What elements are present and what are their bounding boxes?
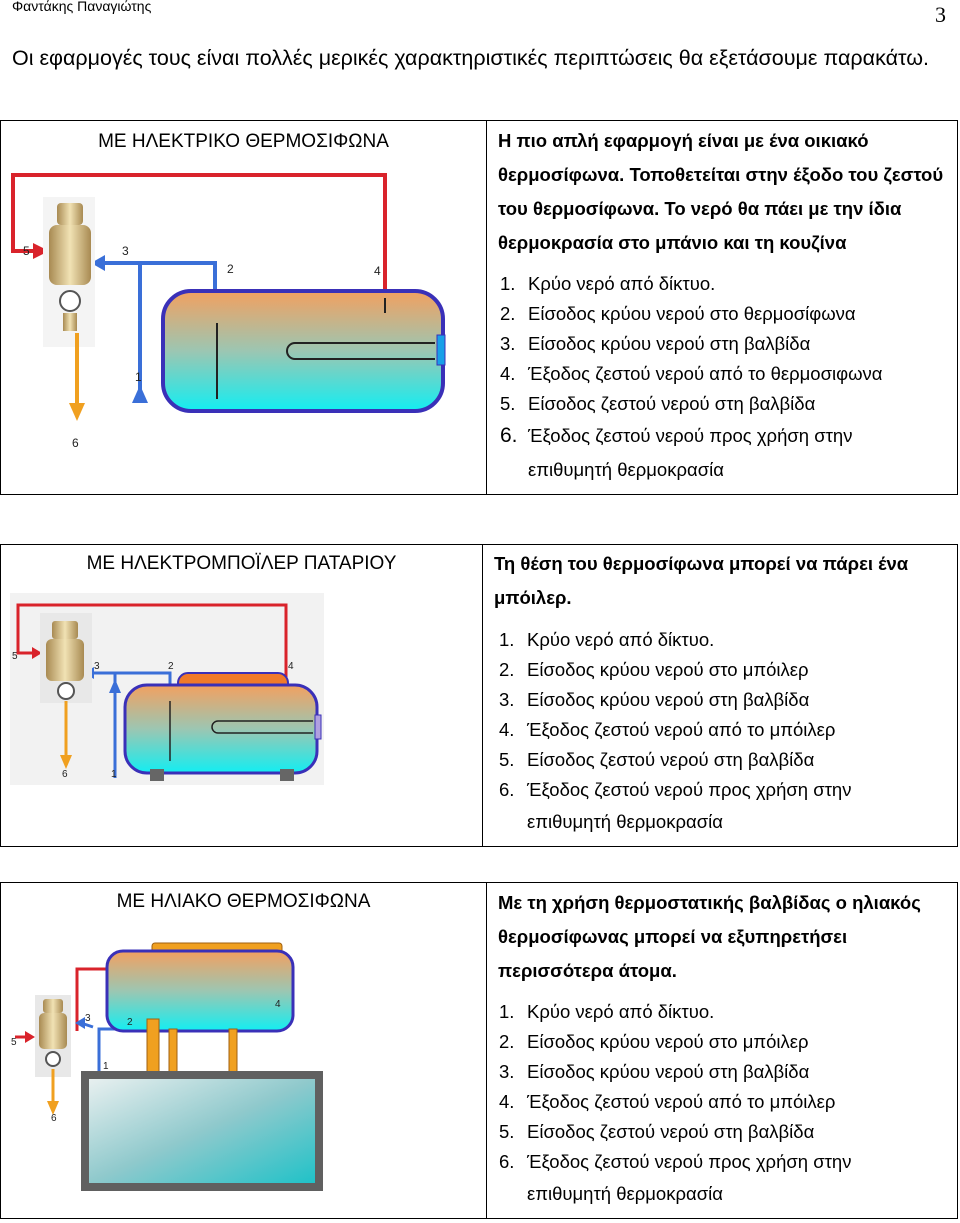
list-item: 4.Έξοδος ζεστού νερού από το μπόιλερ	[499, 719, 836, 740]
list-item: 1.Κρύο νερό από δίκτυο.	[499, 1001, 715, 1022]
diagram-label-4: 4	[374, 264, 381, 278]
solar-heater-diagram: 1 2 3 4 5 6	[11, 942, 323, 1191]
list-item: 2.Είσοδος κρύου νερού στο μπόιλερ	[499, 659, 809, 680]
list-item: 6.Έξοδος ζεστού νερού προς χρήση στην	[499, 779, 852, 800]
list-item: 5.Είσοδος ζεστού νερού στη βαλβίδα	[499, 749, 815, 770]
diagram-label-6: 6	[51, 1113, 57, 1124]
section-electric-heater: ΜΕ ΗΛΕΚΤΡΙΚΟ ΘΕΡΜΟΣΙΦΩΝΑ 1 2 3 4 5 6 Η π…	[0, 120, 958, 495]
section-title: ΜΕ ΗΛΙΑΚΟ ΘΕΡΜΟΣΙΦΩΝΑ	[116, 891, 371, 912]
diagram-label-4: 4	[275, 999, 281, 1010]
diagram-label-1: 1	[111, 769, 117, 780]
diagram-label-6: 6	[62, 769, 68, 780]
diagram-label-2: 2	[227, 262, 234, 276]
list-item: 6.Έξοδος ζεστού νερού προς χρήση στην	[499, 1151, 852, 1172]
list-item-continuation: επιθυμητή θερμοκρασία	[527, 1183, 723, 1204]
section-description: Τη θέση του θερμοσίφωνα μπορεί να πάρει …	[494, 553, 909, 608]
diagram-label-3: 3	[122, 244, 129, 258]
list-item: 3.Είσοδος κρύου νερού στη βαλβίδα	[500, 333, 811, 354]
section-title: ΜΕ ΗΛΕΚΤΡΙΚΟ ΘΕΡΜΟΣΙΦΩΝΑ	[98, 131, 389, 152]
diagram-label-6: 6	[72, 436, 79, 450]
attic-boiler-diagram: 1 2 3 4 5 6	[10, 593, 324, 785]
numbered-list: 1.Κρύο νερό από δίκτυο. 2.Είσοδος κρύου …	[500, 269, 883, 487]
list-item: 1.Κρύο νερό από δίκτυο.	[500, 273, 716, 294]
diagram-label-5: 5	[11, 1037, 17, 1048]
list-item: 3.Είσοδος κρύου νερού στη βαλβίδα	[499, 689, 810, 710]
diagram-label-3: 3	[85, 1013, 91, 1024]
section-title: ΜΕ ΗΛΕΚΤΡΟΜΠΟΪΛΕΡ ΠΑΤΑΡΙΟΥ	[86, 553, 397, 574]
list-item: 5.Είσοδος ζεστού νερού στη βαλβίδα	[500, 393, 816, 414]
list-item: 5.Είσοδος ζεστού νερού στη βαλβίδα	[499, 1121, 815, 1142]
list-item: 3.Είσοδος κρύου νερού στη βαλβίδα	[499, 1061, 810, 1082]
numbered-list: 1.Κρύο νερό από δίκτυο. 2.Είσοδος κρύου …	[499, 625, 851, 839]
list-item: 2.Είσοδος κρύου νερού στο μπόιλερ	[499, 1031, 809, 1052]
diagram-label-1: 1	[135, 370, 142, 384]
section-attic-boiler: ΜΕ ΗΛΕΚΤΡΟΜΠΟΪΛΕΡ ΠΑΤΑΡΙΟΥ 1 2 3 4 5 6 Τ…	[0, 544, 958, 847]
list-item-continuation: επιθυμητή θερμοκρασία	[527, 811, 723, 832]
list-item: 6.Έξοδος ζεστού νερού προς χρήση στην	[500, 424, 853, 447]
diagram-label-5: 5	[12, 651, 18, 662]
list-item: 1.Κρύο νερό από δίκτυο.	[499, 629, 715, 650]
page-number: 3	[935, 2, 946, 27]
diagram-label-5: 5	[23, 244, 30, 258]
section-description: Με τη χρήση θερμοστατικής βαλβίδας ο ηλι…	[498, 892, 921, 981]
list-item: 2.Είσοδος κρύου νερού στο θερμοσίφωνα	[500, 303, 856, 324]
diagram-label-3: 3	[94, 661, 100, 672]
diagram-label-1: 1	[103, 1061, 109, 1072]
diagram-label-2: 2	[127, 1017, 133, 1028]
diagram-label-4: 4	[288, 661, 294, 672]
section-description: Η πιο απλή εφαρμογή είναι με ένα οικιακό…	[498, 130, 944, 253]
electric-heater-diagram: 1 2 3 4 5 6	[11, 173, 446, 450]
header-author: Φαντάκης Παναγιώτης	[12, 0, 152, 14]
diagram-label-2: 2	[168, 661, 174, 672]
numbered-list: 1.Κρύο νερό από δίκτυο. 2.Είσοδος κρύου …	[499, 997, 851, 1211]
list-item: 4.Έξοδος ζεστού νερού από το θερμοσιφωνα	[500, 363, 883, 384]
list-item: 4.Έξοδος ζεστού νερού από το μπόιλερ	[499, 1091, 836, 1112]
intro-paragraph: Οι εφαρμογές τους είναι πολλές μερικές χ…	[12, 46, 929, 70]
section-solar-heater: ΜΕ ΗΛΙΑΚΟ ΘΕΡΜΟΣΙΦΩΝΑ 1 2 3 4 5 6 Με τη …	[0, 882, 958, 1219]
list-item-continuation: επιθυμητή θερμοκρασία	[528, 459, 724, 480]
